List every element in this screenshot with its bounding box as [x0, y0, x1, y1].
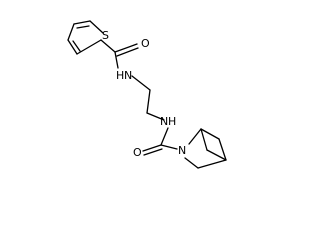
bond-carbonyl-nitrogen	[114, 51, 119, 69]
bond-c2-c3-inner	[76, 25, 90, 29]
bond-carbonyl-oxygen-bottom-2	[143, 148, 163, 156]
thiophene-ring	[67, 20, 104, 55]
molecule-structure-diagram: S O H N H N O N	[67, 20, 227, 169]
bond-bridge-2	[206, 149, 227, 161]
bond-c2-c3	[73, 20, 91, 25]
atom-hydrogen-top: H	[116, 69, 124, 82]
bond-n-ch2	[184, 157, 199, 169]
atom-sulfur: S	[102, 29, 109, 42]
bond-carbonyl-oxygen-2	[116, 47, 139, 57]
bond-c4-c5	[67, 39, 78, 55]
bond-c-bridgehead2	[218, 138, 227, 161]
bond-carbonyl-oxygen-bottom-1	[142, 144, 162, 152]
bond-c4-c5-inner	[72, 40, 81, 52]
ethylene-linker	[131, 75, 165, 121]
atom-nitrogen-top: N	[124, 69, 132, 82]
bond-n-bridgehead	[188, 128, 202, 145]
bond-c5-s	[76, 39, 102, 55]
bicyclic-carboxamide	[142, 127, 178, 156]
azabicycloheptane-ring	[184, 128, 227, 169]
thiophene-carboxamide	[100, 39, 139, 69]
bond-ring-carbonyl	[100, 39, 116, 53]
bond-carbonyl-oxygen-1	[114, 43, 138, 53]
bond-ch2-ch2	[146, 89, 151, 114]
atom-hydrogen-bottom: H	[168, 115, 176, 128]
bond-bridge-1	[200, 128, 208, 151]
atom-nitrogen-bottom: N	[160, 115, 168, 128]
bond-bridgehead2-c	[197, 159, 227, 169]
bond-n-carbonyl-bottom	[160, 127, 169, 146]
atom-oxygen-top: O	[141, 37, 150, 50]
bond-c3-c4	[67, 23, 75, 41]
bond-ch2-n	[146, 112, 165, 121]
bond-n-ch2-a	[131, 75, 151, 91]
atom-ring-nitrogen: N	[178, 144, 186, 157]
bond-bridgehead-c	[200, 128, 220, 140]
atom-oxygen-bottom: O	[133, 146, 142, 159]
bond-s-c2	[89, 20, 104, 34]
bond-carbonyl-ring-nitrogen	[160, 144, 178, 150]
